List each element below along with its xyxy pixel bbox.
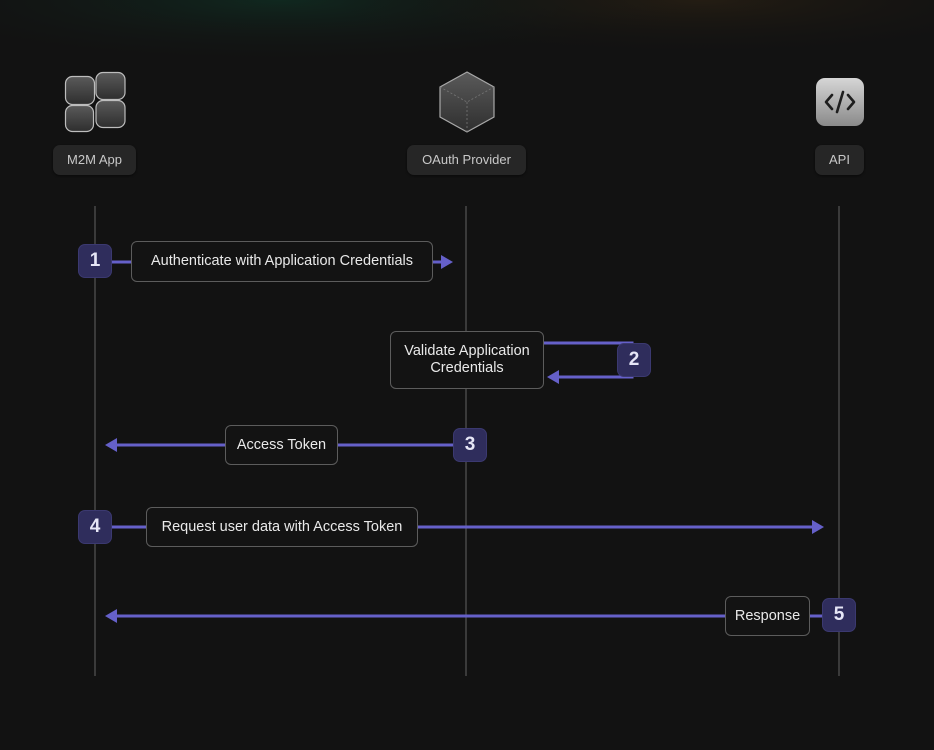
arrowhead-step-1 bbox=[441, 255, 453, 269]
arrowhead-step-2 bbox=[547, 370, 559, 384]
arrowhead-step-4 bbox=[812, 520, 824, 534]
message-label-step-3: Access Token bbox=[225, 425, 338, 465]
actor-label-api: API bbox=[815, 145, 864, 175]
app-grid-icon bbox=[64, 71, 126, 133]
step-badge-4: 4 bbox=[79, 511, 111, 543]
step-badge-3: 3 bbox=[454, 429, 486, 461]
arrowhead-step-3 bbox=[105, 438, 117, 452]
arrowhead-step-5 bbox=[105, 609, 117, 623]
step-badge-1: 1 bbox=[79, 245, 111, 277]
cube-icon bbox=[439, 71, 495, 133]
code-icon bbox=[816, 78, 864, 126]
lifeline-m2m-app bbox=[94, 206, 96, 676]
lifeline-api bbox=[838, 206, 840, 676]
message-label-step-1: Authenticate with Application Credential… bbox=[131, 241, 433, 282]
step-badge-5: 5 bbox=[823, 599, 855, 631]
message-label-step-2: Validate Application Credentials bbox=[390, 331, 544, 389]
actor-label-m2m-app: M2M App bbox=[53, 145, 136, 175]
message-label-step-5: Response bbox=[725, 596, 810, 636]
message-label-step-4: Request user data with Access Token bbox=[146, 507, 418, 547]
step-badge-2: 2 bbox=[618, 344, 650, 376]
actor-label-oauth-provider: OAuth Provider bbox=[407, 145, 526, 175]
